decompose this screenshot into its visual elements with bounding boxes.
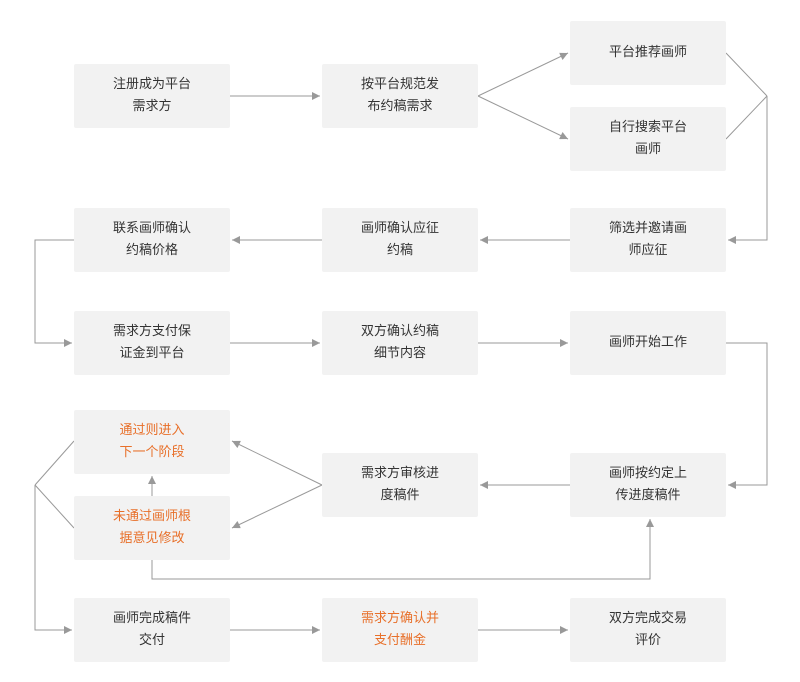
- edge-contact-deposit: [34, 239, 74, 347]
- node-deliver: 画师完成稿件交付: [74, 598, 230, 662]
- edge-publish-search: [477, 95, 569, 140]
- node-recommend-label: 平台推荐画师: [608, 45, 687, 60]
- node-register-label: 注册成为平台需求方: [112, 77, 191, 114]
- node-confirm-apply-label: 画师确认应征约稿: [360, 221, 439, 258]
- edge-merge-deliver: [34, 485, 72, 634]
- edge-review-fail: [231, 484, 323, 529]
- node-start-work: 画师开始工作: [570, 311, 726, 375]
- node-search-label: 自行搜索平台画师: [608, 120, 687, 157]
- edge-search-merge: [725, 95, 768, 140]
- node-contact: 联系画师确认约稿价格: [74, 208, 230, 272]
- node-deposit: 需求方支付保证金到平台: [74, 311, 230, 375]
- node-upload: 画师按约定上传进度稿件: [570, 453, 726, 517]
- node-start-work-label: 画师开始工作: [608, 335, 687, 350]
- node-pass-label: 通过则进入下一个阶段: [119, 423, 185, 460]
- edge-publish-recommend: [477, 52, 569, 97]
- node-pass: 通过则进入下一个阶段: [74, 410, 230, 474]
- edge-merge-screen: [728, 96, 768, 244]
- node-search: 自行搜索平台画师: [570, 107, 726, 171]
- node-review-label: 需求方审核进度稿件: [360, 466, 439, 503]
- node-deliver-label: 画师完成稿件交付: [112, 611, 191, 648]
- node-review: 需求方审核进度稿件: [322, 453, 478, 517]
- node-fail-label: 未通过画师根据意见修改: [112, 509, 191, 546]
- edge-fail-upload: [151, 519, 654, 580]
- node-fail: 未通过画师根据意见修改: [74, 496, 230, 560]
- node-publish: 按平台规范发布约稿需求: [322, 64, 478, 128]
- node-confirm-details-label: 双方确认约稿细节内容: [360, 324, 439, 361]
- node-pay: 需求方确认并支付酬金: [322, 598, 478, 662]
- edge-start-upload: [726, 342, 768, 489]
- node-upload-label: 画师按约定上传进度稿件: [608, 466, 687, 503]
- node-rate: 双方完成交易评价: [570, 598, 726, 662]
- edge-pass-merge: [34, 440, 75, 486]
- node-recommend: 平台推荐画师: [570, 21, 726, 85]
- edge-fail-merge: [34, 484, 75, 529]
- node-publish-label: 按平台规范发布约稿需求: [360, 77, 439, 114]
- node-screen-label: 筛选并邀请画师应征: [608, 221, 687, 258]
- node-register: 注册成为平台需求方: [74, 64, 230, 128]
- node-rate-label: 双方完成交易评价: [608, 611, 687, 648]
- edge-review-pass: [231, 440, 323, 486]
- edge-recommend-merge: [725, 52, 768, 97]
- node-deposit-label: 需求方支付保证金到平台: [112, 324, 191, 361]
- node-confirm-details: 双方确认约稿细节内容: [322, 311, 478, 375]
- node-pay-label: 需求方确认并支付酬金: [360, 611, 439, 648]
- node-screen: 筛选并邀请画师应征: [570, 208, 726, 272]
- node-confirm-apply: 画师确认应征约稿: [322, 208, 478, 272]
- node-contact-label: 联系画师确认约稿价格: [112, 221, 191, 258]
